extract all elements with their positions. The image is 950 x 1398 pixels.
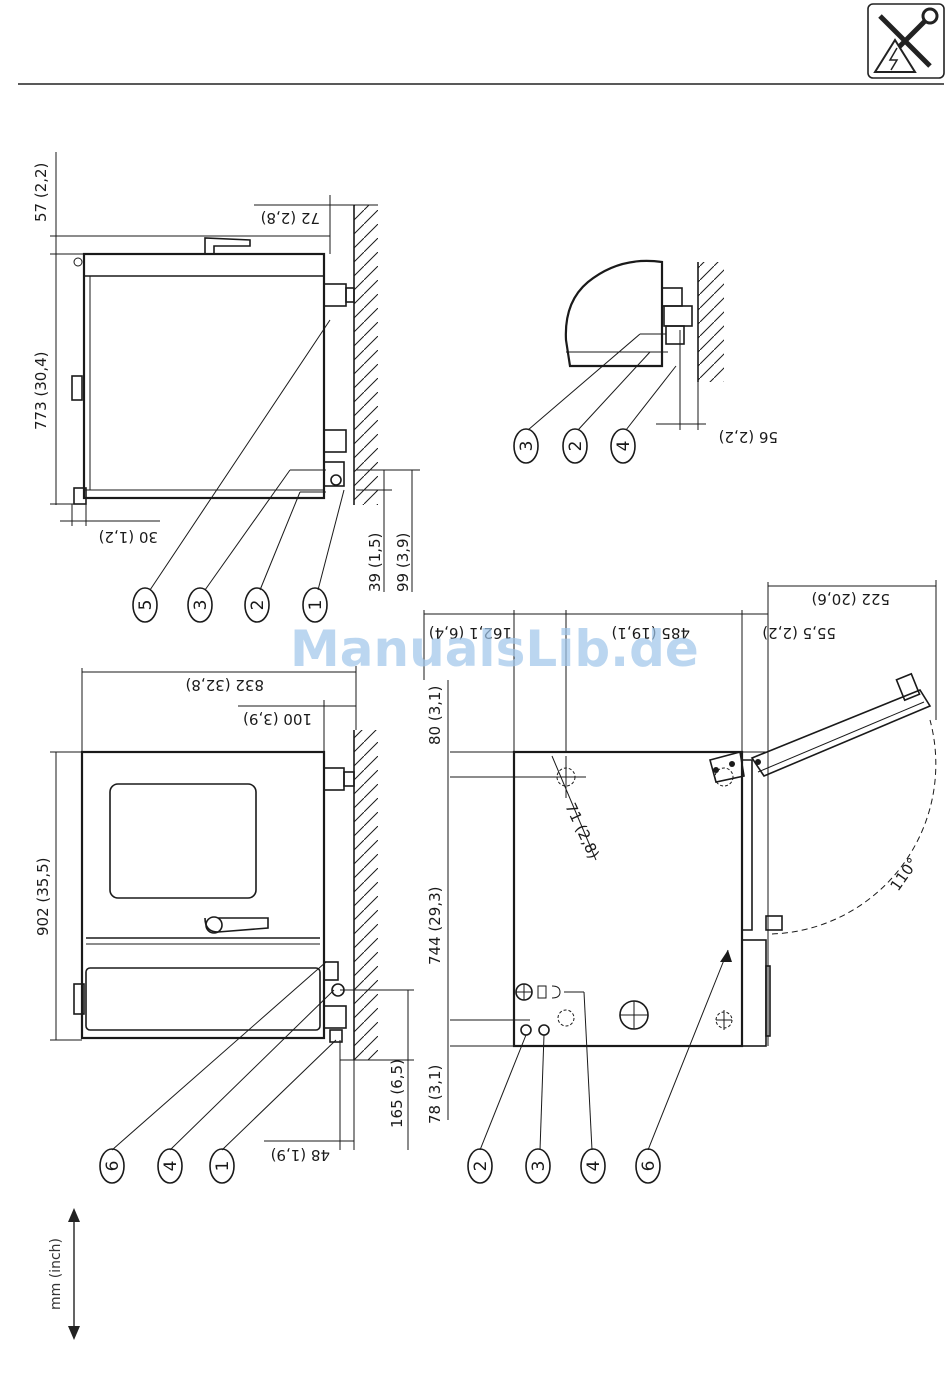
- callout-detail-3: 3: [514, 429, 538, 463]
- svg-text:1: 1: [306, 600, 326, 611]
- svg-text:2: 2: [566, 441, 586, 452]
- dim-56: 56 (2,2): [719, 428, 778, 446]
- callout-detail-4: 4: [611, 429, 635, 463]
- svg-text:2: 2: [248, 600, 268, 611]
- callout-topview-6: 6: [636, 1149, 660, 1183]
- dim-55-5: 55,5 (2,2): [762, 624, 836, 642]
- svg-text:6: 6: [639, 1161, 659, 1172]
- angle-110: 110°: [887, 854, 922, 894]
- detail-view: [528, 261, 724, 430]
- dim-72: 72 (2,8): [261, 209, 320, 227]
- dim-78: 78 (3,1): [426, 1065, 444, 1124]
- callout-top-2: 2: [245, 588, 269, 622]
- svg-text:3: 3: [191, 600, 211, 611]
- dim-57: 57 (2,2): [32, 163, 50, 222]
- dim-832: 832 (32,8): [185, 676, 264, 694]
- dim-902: 902 (35,5): [34, 857, 52, 936]
- svg-text:3: 3: [529, 1161, 549, 1172]
- units-note: mm (inch): [48, 1238, 64, 1310]
- svg-text:5: 5: [136, 600, 156, 611]
- tools-electrical-hazard-icon: [868, 4, 944, 78]
- dim-522: 522 (20,6): [811, 590, 890, 608]
- double-arrow-icon: [68, 1208, 80, 1340]
- dim-165: 165 (6,5): [388, 1059, 406, 1128]
- side-view-bottom: [50, 666, 414, 1150]
- svg-text:4: 4: [161, 1161, 181, 1172]
- dim-744: 744 (29,3): [426, 886, 444, 965]
- svg-text:6: 6: [103, 1161, 123, 1172]
- dim-39: 39 (1,5): [366, 533, 384, 592]
- callout-top-1: 1: [303, 588, 327, 622]
- dim-100: 100 (3,9): [243, 710, 312, 728]
- callout-topview-2: 2: [468, 1149, 492, 1183]
- svg-text:1: 1: [213, 1161, 233, 1172]
- callout-bottom-4: 4: [158, 1149, 182, 1183]
- side-view-top: [50, 152, 420, 592]
- watermark: ManualsLib.de: [290, 620, 699, 678]
- dim-80: 80 (3,1): [426, 686, 444, 745]
- callout-bottom-1: 1: [210, 1149, 234, 1183]
- svg-text:2: 2: [471, 1161, 491, 1172]
- callout-top-3: 3: [188, 588, 212, 622]
- svg-text:3: 3: [517, 441, 537, 452]
- callout-topview-4: 4: [581, 1149, 605, 1183]
- svg-text:4: 4: [614, 441, 634, 452]
- callout-topview-3: 3: [526, 1149, 550, 1183]
- svg-text:4: 4: [584, 1161, 604, 1172]
- dim-99: 99 (3,9): [394, 533, 412, 592]
- callout-detail-2: 2: [563, 429, 587, 463]
- dim-71: 71 (2,8): [561, 800, 602, 861]
- dim-30: 30 (1,2): [99, 528, 158, 546]
- callout-top-5: 5: [133, 588, 157, 622]
- callout-bottom-6: 6: [100, 1149, 124, 1183]
- dim-773: 773 (30,4): [32, 351, 50, 430]
- dim-48: 48 (1,9): [271, 1146, 330, 1164]
